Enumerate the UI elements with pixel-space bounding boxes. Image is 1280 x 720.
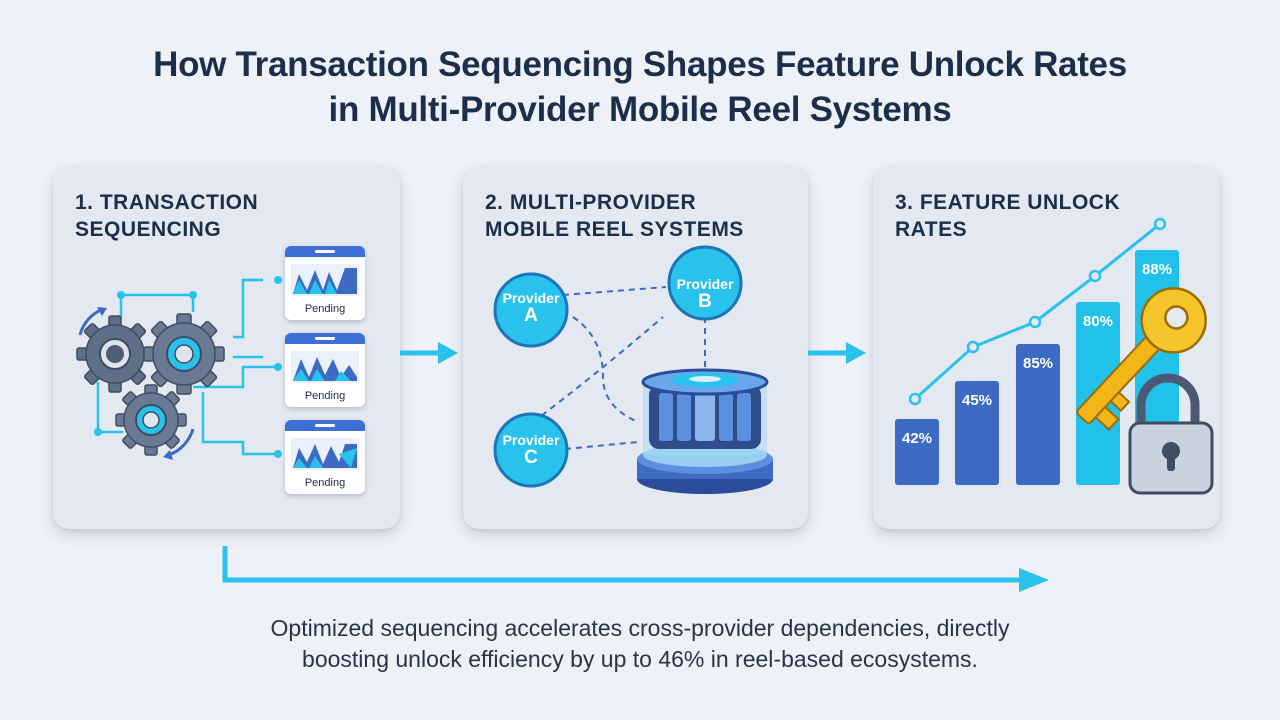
flow-arrow-2 xyxy=(808,342,866,364)
caption-line-2: boosting unlock efficiency by up to 46% … xyxy=(302,646,978,672)
provider-network xyxy=(493,245,773,494)
rotate-arrow-icon xyxy=(168,428,195,457)
unlock-rate-chart: 42% 45% 85% 80% 88% xyxy=(895,217,1214,495)
caption-line-1: Optimized sequencing accelerates cross-p… xyxy=(270,615,1010,641)
gear-icon xyxy=(143,313,225,395)
transaction-card: Pending xyxy=(285,333,365,407)
gear-icon xyxy=(76,315,154,393)
unlock-rate-label: 88% xyxy=(1142,261,1172,278)
transaction-card: Pending xyxy=(285,246,365,320)
provider-a-label: Provider A xyxy=(502,290,560,327)
provider-b-node xyxy=(667,245,743,321)
lock-icon xyxy=(1128,373,1214,495)
provider-c-label: Provider C xyxy=(502,432,560,469)
bottom-flow-arrow xyxy=(222,546,1049,592)
provider-b-label: Provider B xyxy=(676,276,734,313)
pending-status: Pending xyxy=(304,303,346,315)
panel-2-title: 2. MULTI-PROVIDER MOBILE REEL SYSTEMS xyxy=(485,191,744,241)
panel-feature-unlock-rates: 3. FEATURE UNLOCK RATES 42% 45% 85% 80% 88% xyxy=(873,167,1220,529)
flow-arrow-1 xyxy=(400,342,458,364)
provider-a-node xyxy=(493,272,569,348)
panel-multi-provider: 2. MULTI-PROVIDER MOBILE REEL SYSTEMS xyxy=(463,167,808,529)
unlock-rate-bar xyxy=(895,419,939,485)
pending-status: Pending xyxy=(304,390,346,402)
provider-c-node xyxy=(493,412,569,488)
caption: Optimized sequencing accelerates cross-p… xyxy=(0,613,1280,675)
gear-cluster xyxy=(76,276,282,460)
gear-icon xyxy=(115,384,187,456)
transaction-card: Pending xyxy=(285,420,365,494)
panel-1-title: 1. TRANSACTION SEQUENCING xyxy=(75,191,259,241)
title-line-2: in Multi-Provider Mobile Reel Systems xyxy=(328,90,952,129)
key-icon xyxy=(1076,287,1207,431)
unlock-rate-label: 42% xyxy=(902,430,932,447)
title-line-1: How Transaction Sequencing Shapes Featur… xyxy=(153,45,1127,84)
unlock-rate-bar xyxy=(955,381,999,485)
unlock-rate-label: 80% xyxy=(1083,313,1113,330)
unlock-rate-bar xyxy=(1016,344,1060,485)
unlock-rate-label: 85% xyxy=(1023,355,1053,372)
panel-3-title: 3. FEATURE UNLOCK RATES xyxy=(895,191,1121,241)
reel-device-icon xyxy=(637,368,773,494)
page-title: How Transaction Sequencing Shapes Featur… xyxy=(0,42,1280,132)
pending-status: Pending xyxy=(304,477,346,489)
panel-transaction-sequencing: 1. TRANSACTION SEQUENCING xyxy=(53,167,400,529)
unlock-rate-label: 45% xyxy=(962,392,992,409)
